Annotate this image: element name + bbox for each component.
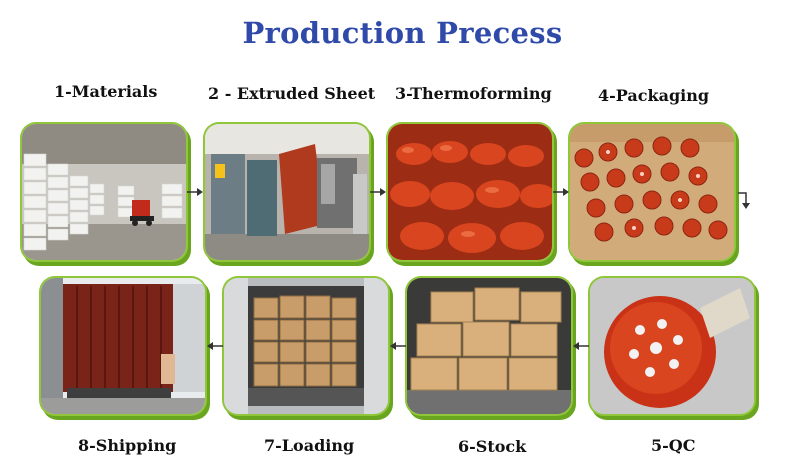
stock-photo	[407, 278, 571, 414]
step-label-thermoforming: 3-Thermoforming	[395, 84, 552, 103]
qc-photo	[590, 278, 754, 414]
step-label-shipping: 8-Shipping	[78, 436, 177, 455]
arrow-right-icon	[187, 188, 203, 196]
extruded-sheet-photo	[205, 124, 369, 260]
step-label-materials: 1-Materials	[54, 82, 158, 101]
arrow-left-icon	[207, 342, 223, 350]
step-label-extruded-sheet: 2 - Extruded Sheet	[208, 84, 376, 103]
materials-photo	[22, 124, 186, 260]
arrow-right-icon	[553, 188, 569, 196]
step-label-packaging: 4-Packaging	[598, 86, 710, 105]
arrow-left-icon	[573, 342, 589, 350]
step-label-loading: 7-Loading	[264, 436, 355, 455]
arrow-right-icon	[370, 188, 386, 196]
arrow-down-icon	[738, 192, 750, 209]
page-title: Production Precess	[242, 16, 563, 50]
step-label-qc: 5-QC	[651, 436, 696, 455]
packaging-photo	[570, 124, 734, 260]
shipping-photo	[41, 278, 205, 414]
loading-photo	[224, 278, 388, 414]
step-label-stock: 6-Stock	[458, 437, 527, 456]
arrow-left-icon	[390, 342, 406, 350]
thermoforming-photo	[388, 124, 552, 260]
